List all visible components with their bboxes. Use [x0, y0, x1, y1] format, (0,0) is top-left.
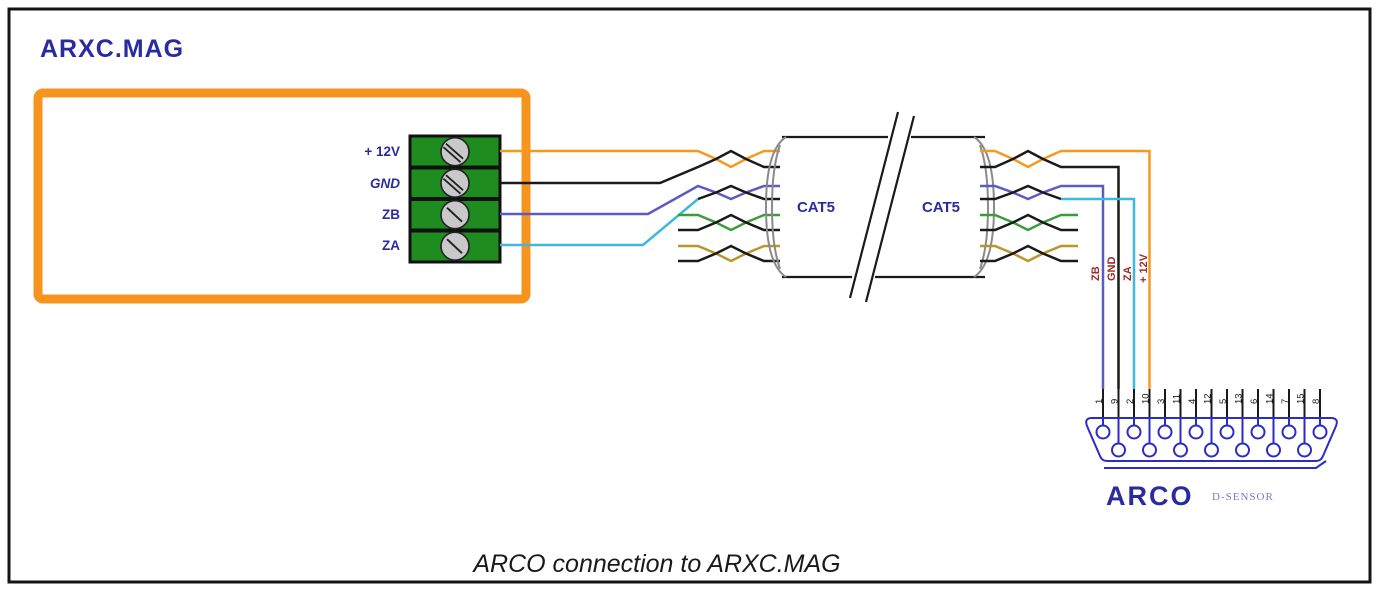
connector-leads — [1102, 389, 1321, 418]
wire-12v-left — [500, 149, 780, 169]
pin-number: 6 — [1249, 399, 1260, 404]
cable-cap-right-inner — [979, 144, 990, 270]
connector-name: ARCO — [1106, 481, 1194, 511]
right-wiring — [980, 149, 1151, 389]
pin-number: 14 — [1265, 393, 1276, 404]
pair3-green-right — [980, 213, 1078, 232]
pin-number: 10 — [1141, 393, 1152, 404]
connector-subtitle: D-SENSOR — [1212, 491, 1274, 503]
cable-break-icon — [864, 115, 916, 303]
pair3-green-left — [678, 213, 780, 232]
left-wiring — [500, 149, 780, 263]
pin-number: 7 — [1280, 399, 1291, 404]
pin-number: 5 — [1218, 399, 1229, 404]
cat5-label-2: CAT5 — [922, 199, 960, 216]
screw-icon — [440, 136, 470, 167]
pair3-black-right — [980, 213, 1078, 232]
pin-number: 15 — [1296, 393, 1307, 404]
connector-pin-numbers: 1 9 2 10 3 11 4 12 5 13 6 14 7 15 8 — [1094, 393, 1322, 404]
terminal-label-gnd: GND — [370, 176, 400, 191]
pair2-black-right — [980, 184, 1062, 201]
drop-label-zb: ZB — [1090, 266, 1102, 281]
pair4-black-right — [980, 244, 1078, 263]
pin-number: 3 — [1156, 399, 1167, 404]
pin-number: 13 — [1234, 393, 1245, 404]
drop-wire-labels: ZB GND ZA + 12V — [1090, 253, 1150, 283]
wire-gnd-right — [980, 149, 1120, 389]
terminal-cell-separators — [410, 165, 500, 233]
cable-cap-left — [764, 136, 787, 278]
connector-shell — [1085, 417, 1338, 462]
arxc-mag-device-box — [33, 88, 531, 304]
terminal-pin-labels: + 12V GND ZB ZA — [364, 144, 400, 253]
cable-break-icon — [848, 111, 900, 299]
cable-cap-left-inner — [770, 144, 781, 270]
connector-pins-top-row — [1095, 424, 1328, 440]
wire-gnd-left — [500, 149, 780, 185]
wire-za-right — [1061, 197, 1136, 389]
pin-number: 12 — [1203, 393, 1214, 404]
terminal-screws — [440, 136, 470, 261]
pair3-black-left — [678, 213, 780, 232]
page-title: ARXC.MAG — [40, 35, 184, 63]
terminal-label-12v: + 12V — [364, 144, 400, 159]
pair4-brown-right — [980, 244, 1078, 263]
cable-end-caps — [764, 136, 996, 278]
pin-number: 4 — [1187, 399, 1198, 404]
cable-cap-right — [973, 136, 996, 278]
arco-connector: 1 9 2 10 3 11 4 12 5 13 6 14 7 15 8 — [1085, 389, 1338, 511]
wire-zb-left — [500, 184, 780, 216]
wire-12v-right — [980, 149, 1151, 389]
pin-number: 1 — [1094, 399, 1105, 404]
cat5-cable: CAT5 CAT5 — [764, 111, 996, 303]
terminal-block: + 12V GND ZB ZA — [364, 134, 502, 264]
cable-labels: CAT5 CAT5 — [797, 199, 960, 216]
drop-label-za: ZA — [1122, 266, 1134, 281]
pair4-brown-left — [678, 244, 780, 263]
cat5-label-1: CAT5 — [797, 199, 835, 216]
screw-icon — [440, 231, 470, 261]
pin-number: 2 — [1125, 399, 1136, 404]
drop-label-gnd: GND — [1106, 257, 1118, 282]
pin-number: 8 — [1311, 399, 1322, 404]
wire-zb-right — [980, 184, 1105, 389]
connector-pins-bottom-row — [1111, 442, 1312, 458]
cable-outline — [782, 111, 985, 303]
terminal-label-zb: ZB — [382, 207, 400, 222]
pair4-black-left — [678, 244, 780, 263]
pin-number: 9 — [1110, 399, 1121, 404]
connector-shell-group — [1085, 417, 1338, 469]
drop-label-12v: + 12V — [1138, 253, 1150, 283]
screw-icon — [440, 199, 470, 230]
connector-pin-stubs — [1102, 418, 1321, 444]
pin-number: 11 — [1172, 394, 1183, 404]
connector-flange — [1104, 460, 1327, 469]
terminal-label-za: ZA — [382, 238, 400, 253]
screw-icon — [440, 168, 470, 198]
diagram-caption: ARCO connection to ARXC.MAG — [471, 550, 840, 578]
